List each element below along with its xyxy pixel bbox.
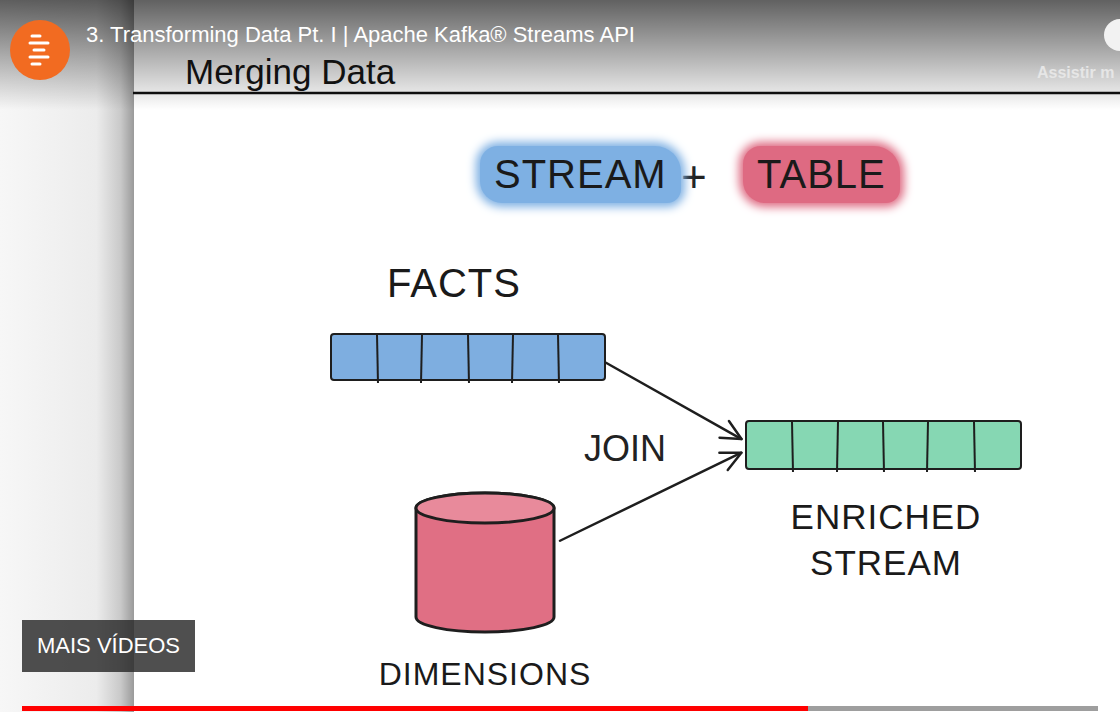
top-shade [0, 0, 1120, 110]
cell-divider [837, 422, 838, 472]
arrow-head [720, 421, 742, 439]
progress-played [22, 706, 808, 711]
logo-glyph [30, 36, 48, 64]
highlight-text: STREAM [494, 152, 667, 197]
stream-cells [332, 335, 608, 383]
table-highlight: TABLE [743, 146, 900, 203]
cell-divider [377, 335, 378, 383]
node-heading: DIMENSIONS [355, 653, 615, 695]
watch-later-icon [1104, 19, 1120, 51]
watch-later-text: Assistir m [1037, 64, 1114, 82]
cell-divider [927, 422, 928, 472]
dimensions-table: DIMENSIONS [410, 490, 560, 635]
slide-title: Merging Data [185, 52, 395, 92]
video-title: 3. Transforming Data Pt. I | Apache Kafk… [86, 22, 635, 48]
arrow-head [719, 453, 741, 470]
stream-cells [747, 422, 1024, 472]
channel-logo [10, 20, 70, 80]
more-videos-button: MAIS VÍDEOS [22, 620, 195, 672]
cell-divider [974, 422, 975, 472]
stream-highlight: STREAM [480, 146, 681, 203]
node-heading: FACTS [387, 261, 521, 306]
enriched-stream: ENRICHED STREAM [745, 420, 1022, 470]
progress-track [22, 706, 1098, 711]
join-label: JOIN [584, 428, 666, 470]
cylinder-shape [410, 490, 560, 635]
cylinder-body [416, 493, 554, 632]
connector-line [606, 363, 742, 439]
cylinder-top [416, 493, 554, 523]
plus-sign: + [681, 152, 707, 202]
facts-stream: FACTS [330, 333, 606, 381]
cell-divider [512, 335, 513, 383]
cell-divider [792, 422, 793, 472]
cell-divider [421, 335, 422, 383]
highlight-text: TABLE [757, 152, 886, 197]
cell-divider [468, 335, 469, 383]
cell-divider [883, 422, 884, 472]
cell-divider [558, 335, 559, 383]
node-heading: ENRICHED STREAM [746, 494, 1026, 586]
connector [606, 363, 742, 439]
